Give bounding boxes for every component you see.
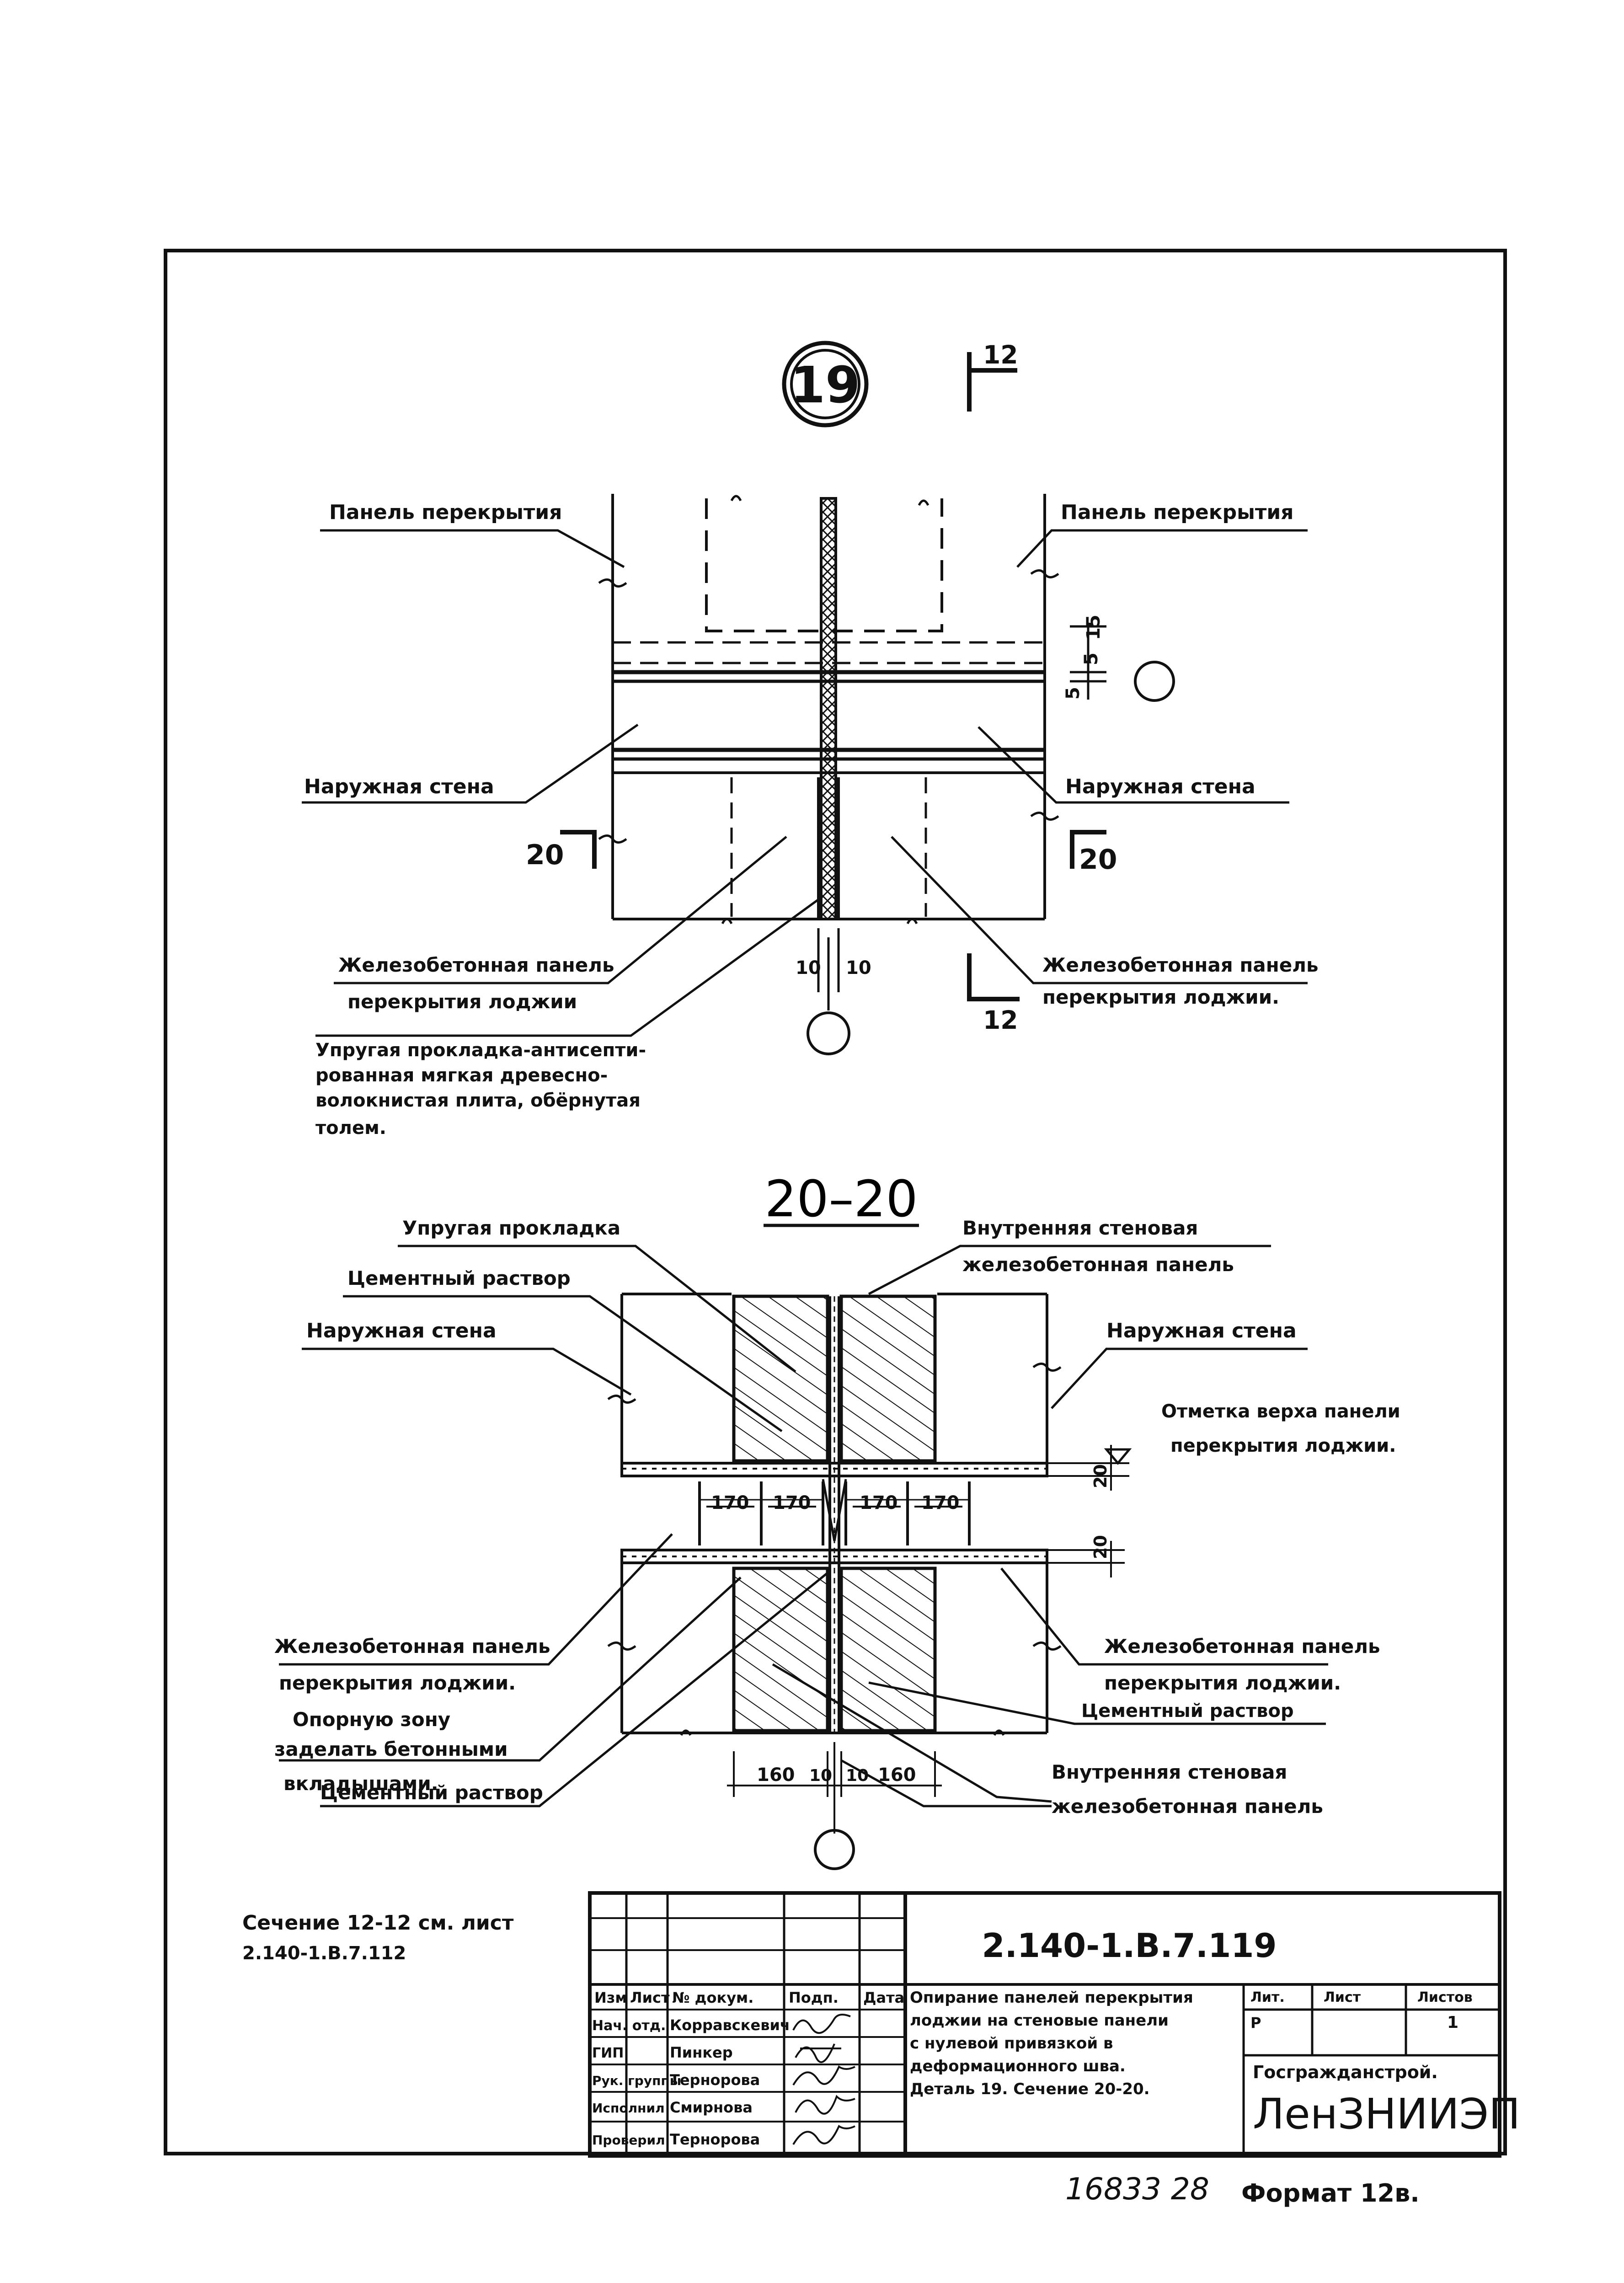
label-s-rc-right-2: перекрытия лоджии.: [1104, 1672, 1341, 1694]
dim-slab-3: 170: [860, 1492, 898, 1513]
role-2: ГИП: [592, 2045, 624, 2061]
cut-12-bottom: 12: [983, 1005, 1018, 1035]
label-section-dims-bottom-3: 160: [878, 1764, 916, 1786]
label-gasket-4: толем.: [315, 1117, 386, 1139]
label-top-view-dim-5a: 5: [1081, 652, 1102, 665]
section-title: 20–20: [765, 1170, 918, 1228]
name-2: Пинкер: [670, 2044, 733, 2061]
label-top-view-dim-5b: 5: [1063, 687, 1084, 700]
label-inner-top-1: Внутренняя стеновая: [962, 1217, 1198, 1239]
detail-number: 19: [790, 356, 860, 414]
desc-2: лоджии на стеновые панели: [910, 2011, 1169, 2030]
reference-line-1: Сечение 12-12 см. лист: [242, 1911, 514, 1935]
org-top: Госгражданстрой.: [1253, 2062, 1438, 2082]
title-block: [588, 1891, 1501, 2158]
role-5: Проверил: [592, 2133, 665, 2148]
sheets-value: 1: [1447, 2013, 1458, 2032]
hdr-izm: Изм: [594, 1989, 627, 2006]
label-elastic: Упругая прокладка: [402, 1217, 620, 1239]
name-3: Тернорова: [670, 2071, 760, 2089]
label-mortar-right: Цементный раствор: [1081, 1700, 1294, 1722]
label-panel-right: Панель перекрытия: [1061, 501, 1293, 524]
label-mortar-bottom: Цементный раствор: [320, 1781, 543, 1804]
org-name: ЛенЗНИИЭП: [1253, 2090, 1520, 2139]
label-inner-bottom-2: железобетонная панель: [1052, 1795, 1323, 1818]
label-section-dims-bottom-1: 10: [809, 1766, 832, 1785]
label-inner-bottom-1: Внутренняя стеновая: [1052, 1761, 1287, 1783]
desc-5: Деталь 19. Сечение 20-20.: [910, 2080, 1150, 2098]
dim-slab-4: 170: [921, 1492, 960, 1513]
label-detail-section-mark: 12: [983, 340, 1018, 369]
label-section-dim-20-bottom: 20: [1090, 1535, 1111, 1559]
label-s-wall-right: Наружная стена: [1106, 1319, 1297, 1342]
label-gasket-3: волокнистая плита, обёрнутая: [315, 1090, 641, 1111]
section-leaders: [279, 1245, 1328, 1807]
label-support-1: Опорную зону: [293, 1708, 450, 1731]
label-top-view-dim-10-right: 10: [846, 957, 871, 978]
reference-line-2: 2.140-1.В.7.112: [242, 1943, 406, 1964]
sheet-label: Лист: [1324, 1989, 1361, 2005]
section-view: 170 170 170 170 20 20 160 10 10 160: [607, 1293, 1132, 1870]
cut-20-right: 20: [1079, 844, 1117, 876]
signatures: [792, 2014, 855, 2145]
name-1: Корравскевич: [670, 2016, 790, 2034]
label-panel-left: Панель перекрытия: [329, 501, 562, 524]
dim-slab-2: 170: [773, 1492, 811, 1513]
hdr-doc: № докум.: [672, 1989, 753, 2006]
label-rc-left-2: перекрытия лоджии: [347, 990, 577, 1013]
archive-stamp: 16833 28: [1065, 2171, 1209, 2207]
label-s-rc-left-2: перекрытия лоджии.: [279, 1672, 516, 1694]
label-gasket-1: Упругая прокладка-антисепти-: [315, 1040, 646, 1061]
plan-view: 15 5 5 20 20 10 10 12: [526, 494, 1175, 1055]
label-mark-2: перекрытия лоджии.: [1170, 1435, 1396, 1456]
section-mark-12-top: 12: [967, 340, 1018, 412]
label-section-dims-bottom-0: 160: [757, 1764, 795, 1786]
label-top-view-dim-15: 15: [1083, 615, 1104, 640]
desc-3: с нулевой привязкой в: [910, 2034, 1113, 2053]
label-mark-1: Отметка верха панели: [1161, 1401, 1400, 1422]
role-4: Исполнил: [592, 2101, 665, 2116]
label-s-wall-left: Наружная стена: [306, 1319, 497, 1342]
label-mortar-top: Цементный раствор: [347, 1267, 571, 1289]
label-rc-left-1: Железобетонная панель: [338, 954, 614, 976]
label-inner-top-2: железобетонная панель: [962, 1253, 1234, 1276]
role-3: Рук. группы: [592, 2073, 681, 2088]
cut-20-left: 20: [526, 839, 564, 871]
label-gasket-2: рованная мягкая древесно-: [315, 1065, 608, 1086]
sheets-label: Листов: [1417, 1989, 1473, 2005]
label-support-2: заделать бетонными: [274, 1738, 508, 1760]
label-top-view-dim-10-left: 10: [796, 957, 821, 978]
name-4: Смирнова: [670, 2099, 753, 2116]
role-1: Нач. отд.: [592, 2018, 666, 2034]
desc-4: деформационного шва.: [910, 2057, 1126, 2075]
hdr-list: Лист: [630, 1989, 670, 2006]
dim-slab-1: 170: [711, 1492, 749, 1513]
name-5: Тернорова: [670, 2131, 760, 2148]
format-label: Формат 12в.: [1241, 2179, 1420, 2208]
label-wall-right: Наружная стена: [1065, 775, 1255, 798]
hdr-date: Дата: [863, 1989, 904, 2006]
hdr-sign: Подп.: [789, 1989, 839, 2006]
sheet-frame: [164, 249, 1507, 2155]
desc-1: Опирание панелей перекрытия: [910, 1989, 1193, 2007]
plan-leaders: [302, 529, 1308, 1037]
label-s-rc-left-1: Железобетонная панель: [274, 1635, 550, 1657]
stage-label: Лит.: [1250, 1989, 1285, 2005]
doc-code: 2.140-1.В.7.119: [982, 1926, 1277, 1965]
stage-value: Р: [1250, 2014, 1261, 2032]
label-s-rc-right-1: Железобетонная панель: [1104, 1635, 1380, 1657]
label-wall-left: Наружная стена: [304, 775, 494, 798]
label-rc-right-2: перекрытия лоджии.: [1042, 986, 1279, 1008]
label-support-3: вкладышами.: [283, 1772, 438, 1795]
label-rc-right-1: Железобетонная панель: [1042, 954, 1319, 976]
label-section-dim-20-top: 20: [1090, 1464, 1111, 1488]
detail-19-marker: 19: [782, 341, 869, 428]
